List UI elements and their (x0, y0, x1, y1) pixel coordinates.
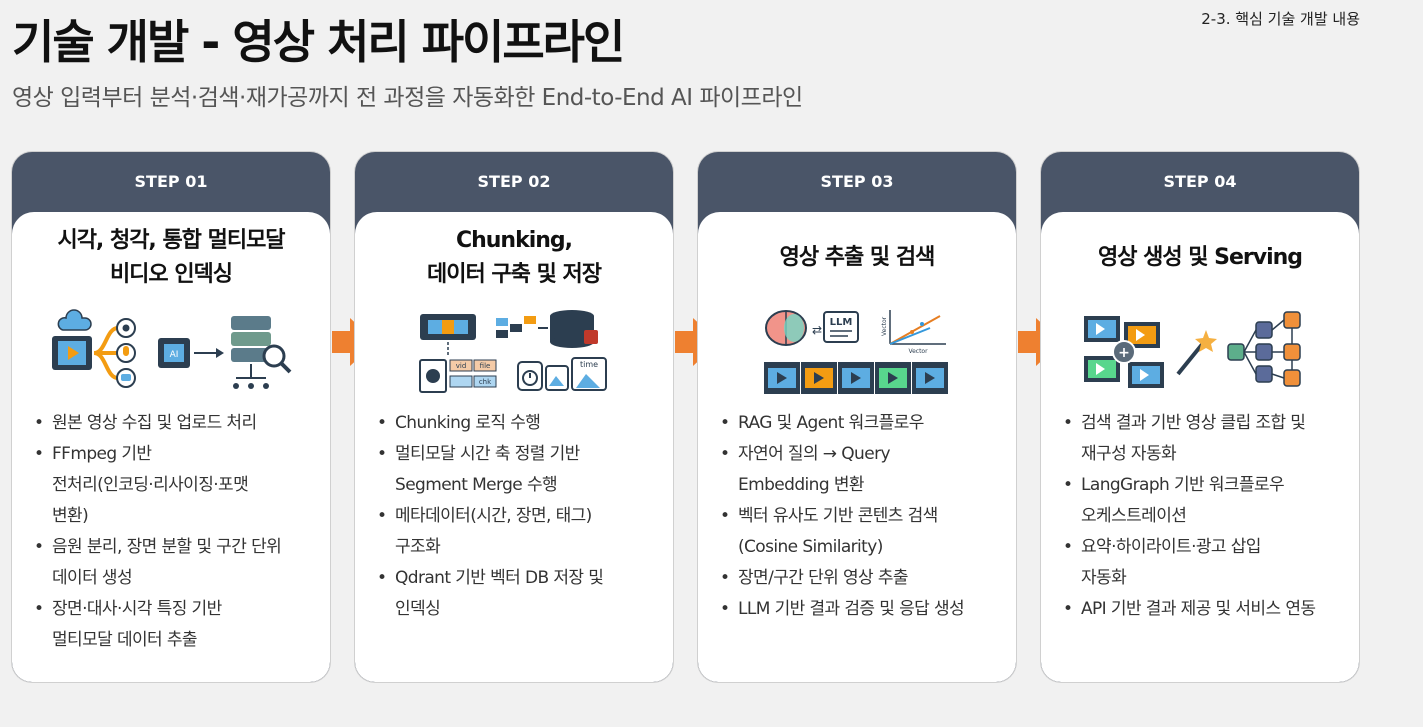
list-item: 자연어 질의 → Query Embedding 변환 (716, 439, 1006, 501)
step-label: STEP 01 (134, 172, 208, 191)
blocks-icon (496, 316, 548, 338)
list-item: 벡터 유사도 기반 콘텐츠 검색 (Cosine Similarity) (716, 501, 1006, 563)
brain-icon (765, 309, 807, 346)
list-item: LangGraph 기반 워크플로우 오케스트레이션 (1059, 470, 1349, 532)
svg-text:time: time (580, 360, 598, 369)
step-illustration: vid file chk time (355, 298, 673, 408)
step-card-2: STEP 02 Chunking, 데이터 구축 및 저장 (355, 152, 673, 682)
step-bullet-list: 검색 결과 기반 영상 클립 조합 및 재구성 자동화 LangGraph 기반… (1041, 408, 1359, 625)
step-bullet-list: Chunking 로직 수행 멀티모달 시간 축 정렬 기반 Segment M… (355, 408, 673, 625)
step-illustration: + (1041, 298, 1359, 408)
step-title: 영상 추출 및 검색 (779, 245, 936, 270)
step-label: STEP 02 (477, 172, 551, 191)
clip-merge-icon: + (1084, 316, 1164, 388)
svg-text:LLM: LLM (830, 317, 853, 328)
llm-chat-icon: ⇄ LLM (812, 310, 859, 343)
list-item: API 기반 결과 제공 및 서비스 연동 (1059, 594, 1349, 625)
database-search-icon (231, 316, 292, 389)
magic-wand-icon (1176, 330, 1217, 376)
list-item: LLM 기반 결과 검증 및 응답 생성 (716, 594, 1006, 625)
step-label: STEP 04 (1163, 172, 1237, 191)
step-bullet-list: RAG 및 Agent 워크플로우 자연어 질의 → Query Embeddi… (698, 408, 1016, 625)
page-subtitle: 영상 입력부터 분석·검색·재가공까지 전 과정을 자동화한 End-to-En… (12, 85, 803, 111)
eye-icon (116, 318, 136, 338)
step-body: 영상 추출 및 검색 ⇄ LLM (698, 212, 1016, 682)
step-body: 영상 생성 및 Serving + (1041, 212, 1359, 682)
svg-text:Vector: Vector (881, 316, 888, 336)
list-item: 원본 영상 수집 및 업로드 처리 (30, 408, 320, 439)
video-file-icon (52, 309, 92, 370)
svg-text:file: file (480, 362, 491, 370)
list-item: 장면·대사·시각 특징 기반 멀티모달 데이터 추출 (30, 594, 320, 656)
step-card-1: STEP 01 시각, 청각, 통합 멀티모달 비디오 인덱싱 (12, 152, 330, 682)
image-tag-icon: time (545, 357, 607, 391)
step-label: STEP 03 (820, 172, 894, 191)
list-item: Qdrant 기반 벡터 DB 저장 및 인덱싱 (373, 563, 663, 625)
vector-chart-icon: Vector Vector (881, 309, 946, 355)
list-item: 요약·하이라이트·광고 삽입 자동화 (1059, 532, 1349, 594)
list-item: 멀티모달 시간 축 정렬 기반 Segment Merge 수행 (373, 439, 663, 501)
step-illustration: ⇄ LLM Vector Vector (698, 298, 1016, 408)
film-strip-icon (420, 314, 476, 340)
step-title: Chunking, 데이터 구축 및 저장 (427, 228, 602, 287)
step-title: 시각, 청각, 통합 멀티모달 비디오 인덱싱 (57, 228, 285, 287)
step-card-3: STEP 03 영상 추출 및 검색 ⇄ LLM (698, 152, 1016, 682)
svg-text:chk: chk (479, 378, 492, 386)
list-item: 검색 결과 기반 영상 클립 조합 및 재구성 자동화 (1059, 408, 1349, 470)
step-bullet-list: 원본 영상 수집 및 업로드 처리 FFmpeg 기반 전처리(인코딩·리사이징… (12, 408, 330, 656)
svg-text:AI: AI (170, 350, 179, 360)
step-body: 시각, 청각, 통합 멀티모달 비디오 인덱싱 (12, 212, 330, 682)
step-card-4: STEP 04 영상 생성 및 Serving + (1041, 152, 1359, 682)
list-item: RAG 및 Agent 워크플로우 (716, 408, 1006, 439)
database-icon (550, 310, 598, 348)
ai-chip-icon: AI (158, 338, 190, 368)
video-clips-icon (764, 361, 948, 394)
list-item: FFmpeg 기반 전처리(인코딩·리사이징·포맷 변환) (30, 439, 320, 532)
svg-text:Vector: Vector (908, 348, 928, 355)
list-item: 장면/구간 단위 영상 추출 (716, 563, 1006, 594)
clock-tag-icon (517, 361, 543, 391)
file-tags-icon: vid file chk (419, 359, 497, 393)
step-illustration: AI (12, 298, 330, 408)
svg-text:vid: vid (456, 362, 467, 370)
workflow-graph-icon (1227, 311, 1301, 387)
step-body: Chunking, 데이터 구축 및 저장 (355, 212, 673, 682)
list-item: Chunking 로직 수행 (373, 408, 663, 439)
list-item: 음원 분리, 장면 분할 및 구간 단위 데이터 생성 (30, 532, 320, 594)
page-title: 기술 개발 - 영상 처리 파이프라인 (12, 15, 625, 69)
microphone-icon (116, 343, 136, 363)
chat-icon (116, 368, 136, 388)
step-title: 영상 생성 및 Serving (1097, 245, 1303, 270)
svg-text:+: + (1118, 345, 1130, 361)
svg-text:⇄: ⇄ (812, 323, 822, 337)
section-reference: 2-3. 핵심 기술 개발 내용 (1201, 10, 1360, 28)
list-item: 메타데이터(시간, 장면, 태그) 구조화 (373, 501, 663, 563)
